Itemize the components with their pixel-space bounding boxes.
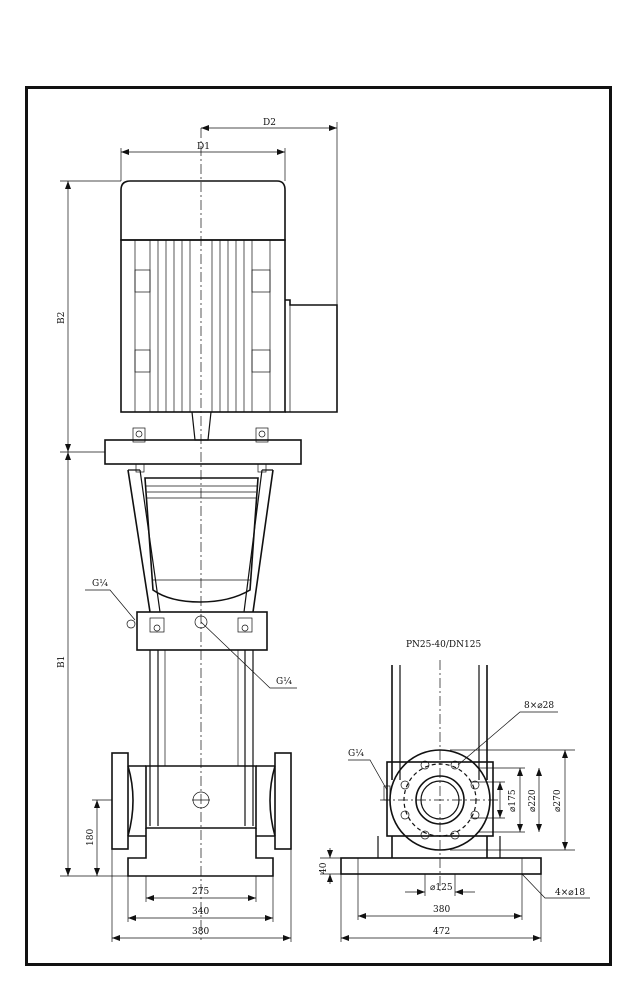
g-left-leader (85, 589, 136, 621)
side-view (320, 660, 590, 942)
label-b1: B1 (57, 656, 67, 668)
g-right-leader (348, 759, 388, 791)
motor-flange (104, 439, 302, 465)
inlet-flange (111, 752, 129, 850)
label-flange-spec: PN25-40/DN125 (406, 640, 481, 650)
label-g-right: G¼ (348, 748, 364, 759)
side-column (391, 665, 488, 780)
label-holes-4: 4×⌀18 (555, 888, 585, 898)
flange-holes (400, 760, 480, 840)
label-220: ⌀220 (528, 789, 538, 812)
flange-bolts (132, 427, 269, 473)
pump-head (136, 611, 268, 651)
label-d2: D2 (263, 118, 276, 128)
motor-top-cap (120, 180, 286, 241)
tie-rods (149, 650, 254, 826)
label-180: 180 (86, 829, 96, 846)
holes-8-leader (457, 711, 558, 766)
label-340: 340 (192, 907, 209, 917)
motor-fins (134, 240, 271, 412)
label-holes-8: 8×⌀28 (524, 701, 554, 711)
side-base (340, 857, 542, 875)
base-plate (127, 828, 274, 877)
side-stand (391, 836, 488, 858)
motor-neck (191, 411, 212, 441)
label-380-side: 380 (433, 905, 450, 915)
label-380-front: 380 (192, 927, 209, 937)
label-472: 472 (433, 927, 450, 937)
outlet-flange (274, 752, 292, 850)
front-view (60, 122, 338, 942)
g-mid-leader (200, 621, 297, 689)
drawing-frame (25, 86, 612, 966)
lantern-bracket (127, 469, 274, 613)
dimension-labels: D2 D1 B2 B1 G¼ G¼ 180 275 340 380 PN25-4… (57, 118, 585, 937)
label-g-left: G¼ (92, 578, 108, 589)
label-g-mid: G¼ (276, 676, 292, 687)
label-125: ⌀125 (430, 883, 453, 893)
label-275: 275 (192, 887, 209, 897)
motor-body (120, 239, 286, 413)
coupling-guard (144, 477, 259, 603)
label-175: ⌀175 (508, 789, 518, 812)
terminal-box (285, 299, 338, 413)
holes-4-leader (521, 873, 590, 899)
label-270: ⌀270 (553, 789, 563, 812)
label-40: 40 (319, 862, 329, 874)
label-b2: B2 (57, 312, 67, 324)
label-d1: D1 (197, 142, 210, 152)
